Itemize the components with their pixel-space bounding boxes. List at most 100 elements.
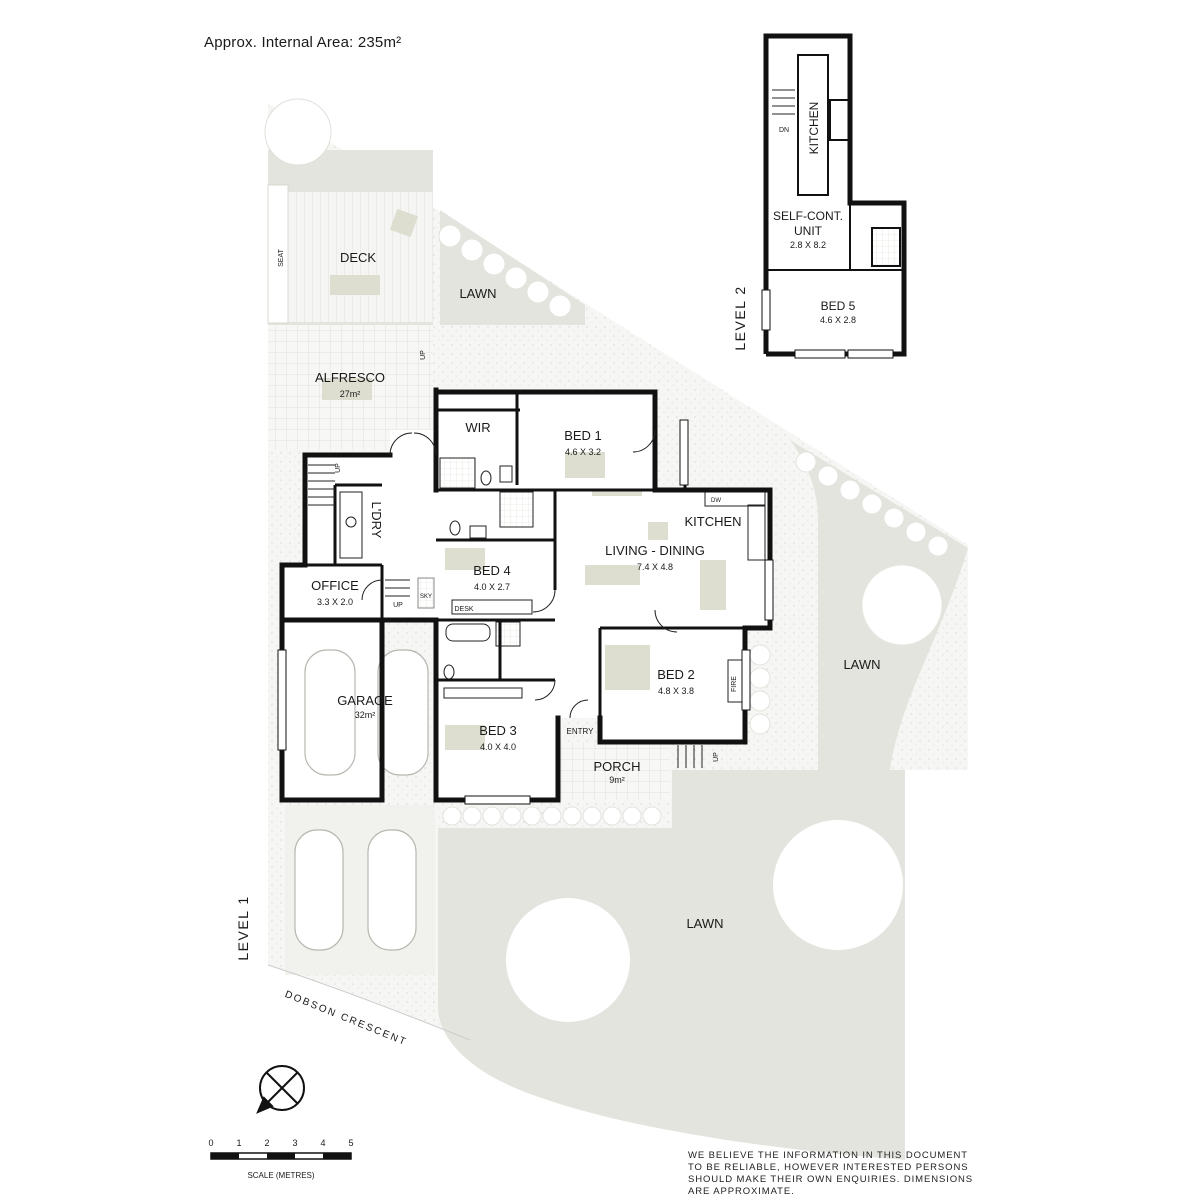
label-entry: ENTRY [567,727,595,736]
bench [592,490,642,496]
label-ldry: L'DRY [369,502,384,539]
toilet [480,470,492,486]
label-bed1: BED 1 [564,428,602,443]
dining-table [700,560,726,610]
scale-bar: 0 1 2 3 4 5 SCALE (METRES) [208,1138,353,1180]
label-garage: GARAGE [337,693,393,708]
label-upper-kitchen: KITCHEN [807,102,821,155]
bed2-bed [605,645,650,690]
shower-tile [499,491,534,528]
car [367,829,417,951]
car [377,649,429,776]
basin [469,525,487,539]
scale-tick: 0 [208,1138,213,1148]
label-bed1-dims: 4.6 X 3.2 [565,447,601,457]
tree [861,564,943,646]
label-deck: DECK [340,250,376,265]
robe [443,687,523,699]
label-sky: SKY [420,594,432,600]
label-porch-area: 9m² [609,775,625,785]
bed4-bed [445,548,485,570]
label-bed4-dims: 4.0 X 2.7 [474,582,510,592]
shower-tile [439,457,476,489]
shrubs [438,224,949,826]
outdoor-table [322,378,372,400]
trees [264,98,943,1022]
tree [773,820,903,950]
scale-tick: 4 [320,1138,325,1148]
internal-area-title: Approx. Internal Area: 235m² [204,34,402,51]
walls-internal [305,392,745,718]
scale-tick: 2 [264,1138,269,1148]
label-living: LIVING - DINING [605,543,705,558]
label-level-2: LEVEL 2 [732,285,748,350]
toilet [443,664,455,680]
armchair [648,522,668,540]
label-bed3: BED 3 [479,723,517,738]
bath [445,623,491,642]
toilet [449,520,461,536]
label-lawn-right: LAWN [843,657,880,672]
label-fire: FIRE [731,676,738,692]
sky-window [417,577,435,609]
house-interior [282,392,770,800]
scale-tick: 5 [348,1138,353,1148]
doors [361,429,678,719]
label-up: UP [713,752,720,762]
label-garage-area: 32m² [355,710,376,720]
furniture [339,211,894,750]
outdoor-chair [389,208,419,238]
sofa [585,565,640,585]
scale-label: SCALE (METRES) [247,1171,314,1180]
label-level-1: LEVEL 1 [235,895,251,960]
laundry-bench [339,491,363,559]
tree [264,98,332,166]
label-bed5-dims: 4.6 X 2.8 [820,315,856,325]
level-2-plan [761,33,907,359]
disclaimer: We believe the information in this docum… [688,1150,974,1197]
label-wir: WIR [465,420,490,435]
desk [451,599,533,615]
label-bed2: BED 2 [657,667,695,682]
label-bed5: BED 5 [821,299,856,313]
laundry-machine [345,516,357,528]
label-bed3-dims: 4.0 X 4.0 [480,742,516,752]
label-up: UP [335,463,342,473]
outdoor-lounge [330,275,380,295]
label-office-dims: 3.3 X 2.0 [317,597,353,607]
label-dw: DW [711,498,721,504]
label-lawn-top: LAWN [459,286,496,301]
windows [277,419,774,805]
label-alfresco-area: 27m² [340,389,361,399]
scale-tick: 3 [292,1138,297,1148]
label-up: UP [393,602,403,609]
label-living-dims: 7.4 X 4.8 [637,562,673,572]
label-seat: SEAT [278,248,285,266]
label-bed4: BED 4 [473,563,511,578]
stairs [308,464,703,768]
label-unit-dims: 2.8 X 8.2 [790,240,826,250]
car [294,829,344,951]
label-kitchen: KITCHEN [684,514,741,529]
bed1-bed [565,452,605,478]
cars [294,649,429,951]
car [304,649,356,776]
label-unit-line1: SELF-CONT. [773,209,843,223]
label-upper-dn: DN [779,127,789,134]
basin [499,465,513,483]
label-bed2-dims: 4.8 X 3.8 [658,686,694,696]
label-office: OFFICE [311,578,359,593]
bed3-bed [445,725,485,750]
label-porch: PORCH [594,759,641,774]
porch-area [560,742,670,800]
compass-icon [256,1065,305,1114]
label-desk: DESK [454,606,473,613]
street-curve [267,964,471,1041]
kitchen-bench-side [747,504,766,561]
label-unit-line2: UNIT [794,224,823,238]
label-lawn-bottom: LAWN [686,916,723,931]
deck-edge [267,184,289,324]
label-alfresco: ALFRESCO [315,370,385,385]
tree [506,898,630,1022]
